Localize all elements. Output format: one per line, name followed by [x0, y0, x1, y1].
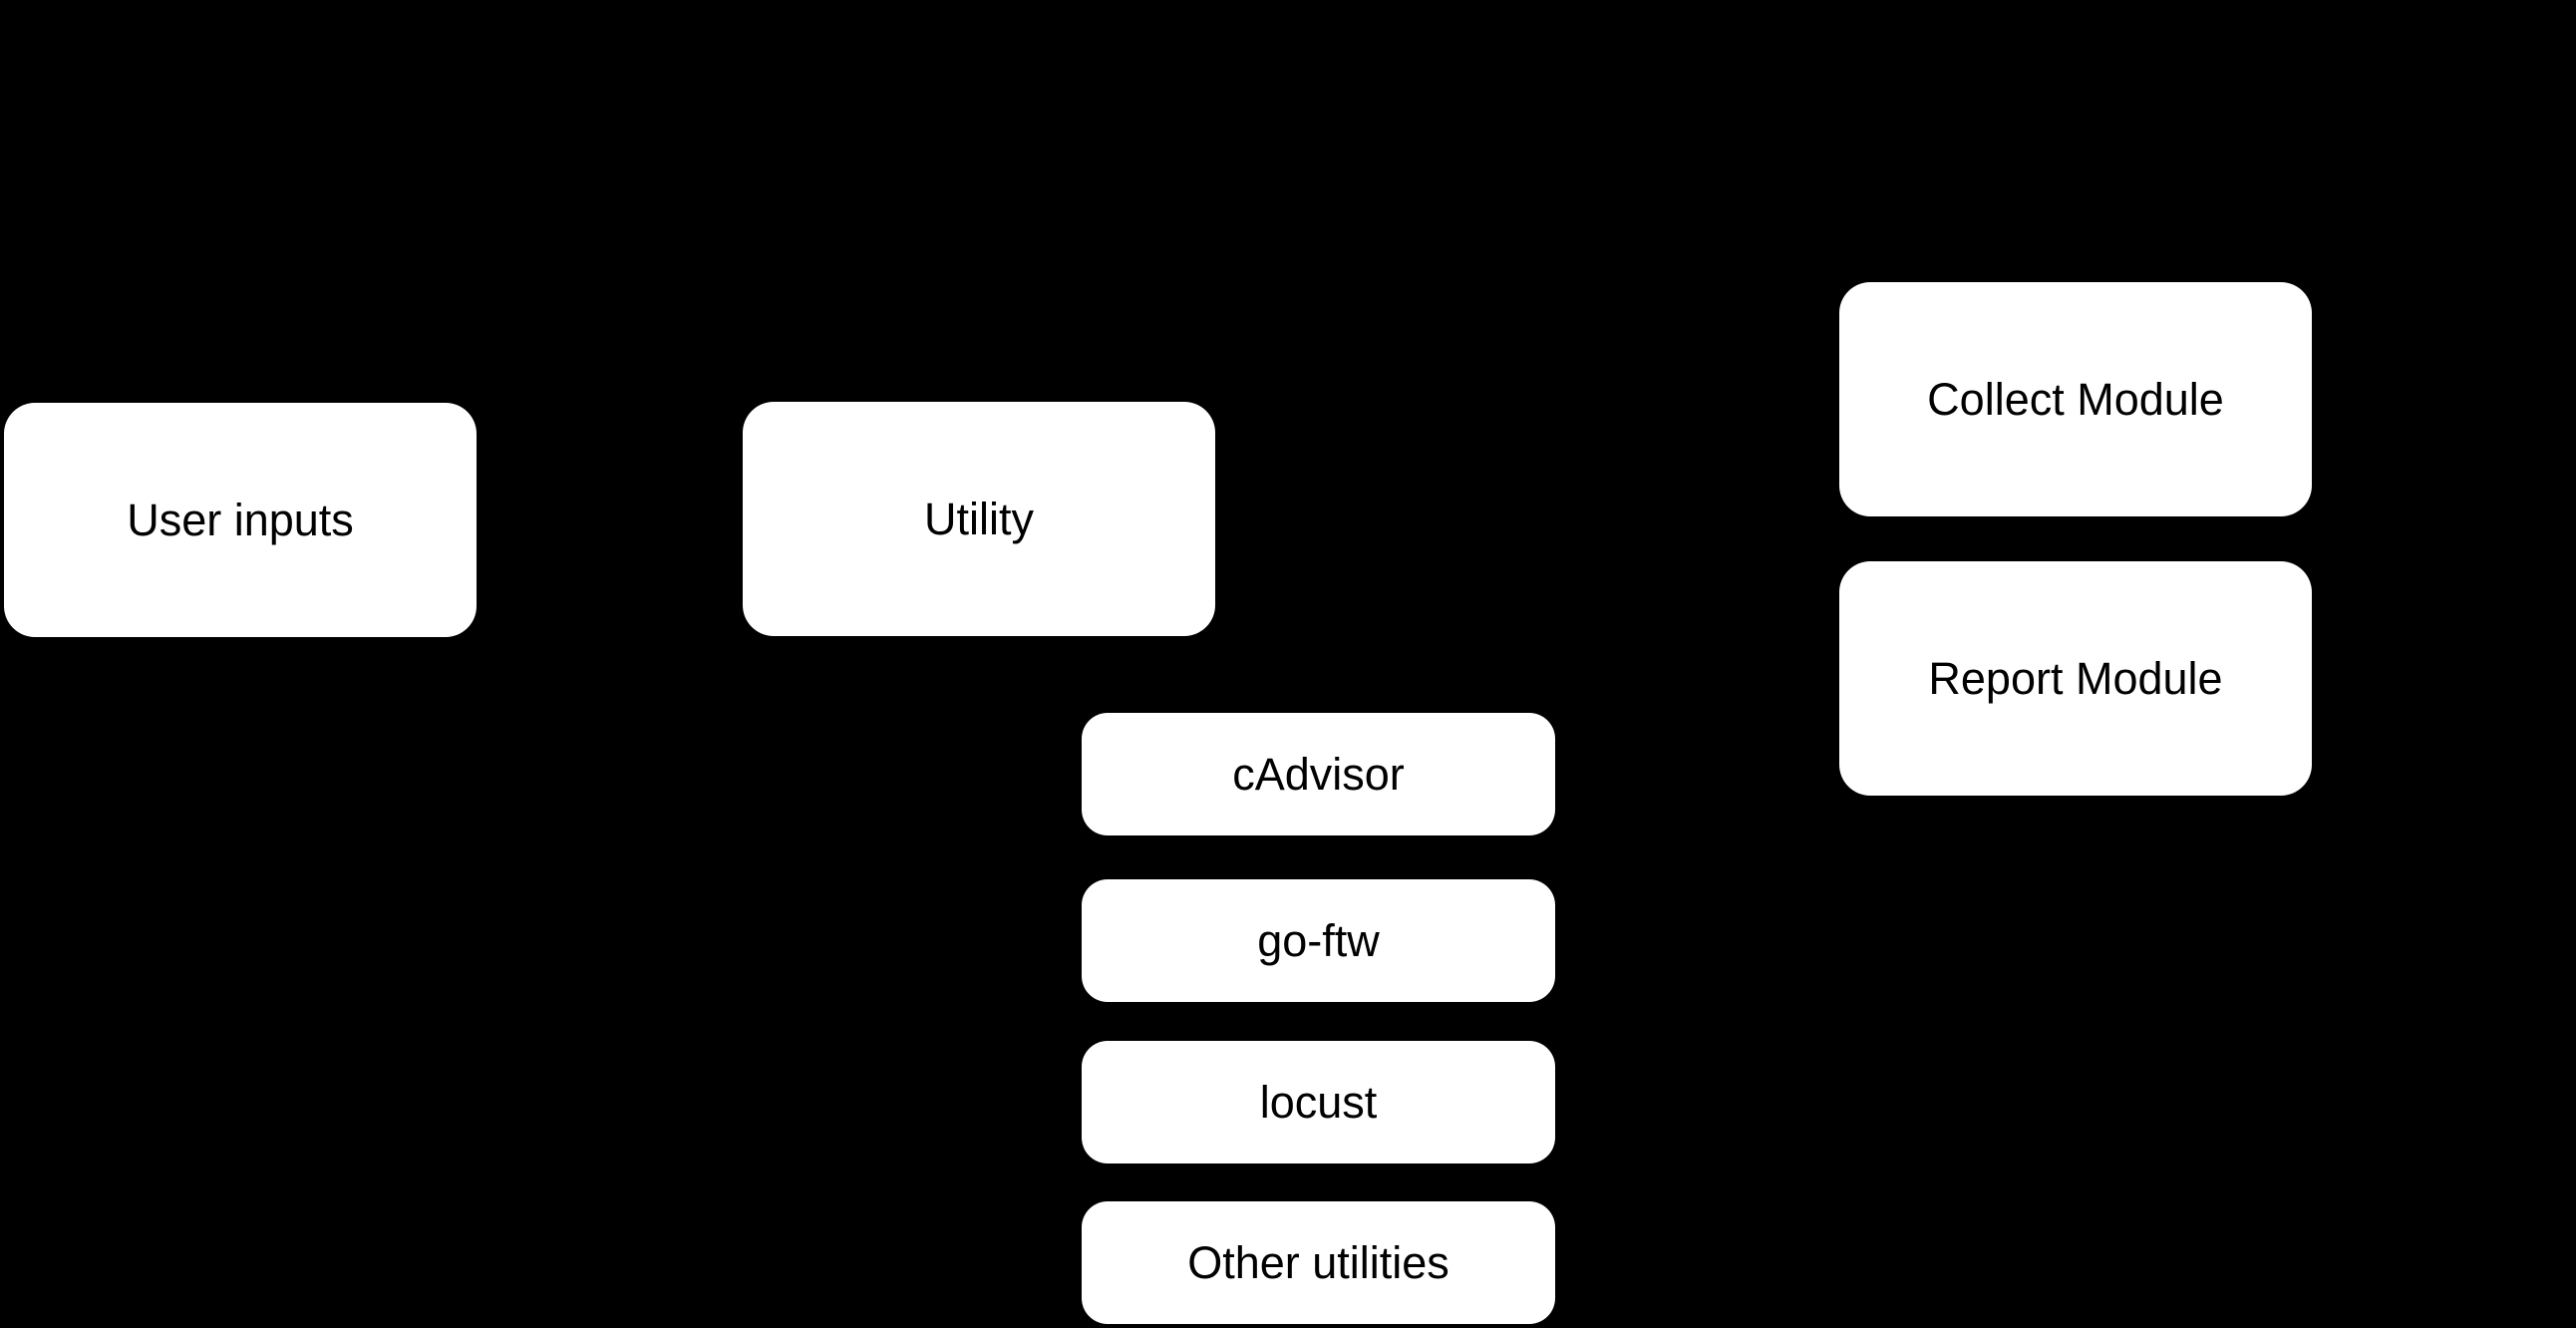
node-cadvisor: cAdvisor: [1082, 713, 1555, 835]
node-report-module-label: Report Module: [1928, 652, 2223, 704]
node-go-ftw-label: go-ftw: [1257, 914, 1380, 966]
node-utility: Utility: [743, 402, 1215, 636]
node-other-utilities: Other utilities: [1082, 1201, 1555, 1324]
node-collect-module: Collect Module: [1839, 282, 2312, 516]
node-cadvisor-label: cAdvisor: [1232, 748, 1405, 800]
node-other-utilities-label: Other utilities: [1187, 1236, 1449, 1288]
node-user-inputs-label: User inputs: [127, 494, 354, 545]
node-go-ftw: go-ftw: [1082, 879, 1555, 1002]
node-locust: locust: [1082, 1041, 1555, 1163]
node-locust-label: locust: [1259, 1076, 1378, 1128]
node-report-module: Report Module: [1839, 561, 2312, 796]
node-utility-label: Utility: [924, 493, 1034, 544]
node-collect-module-label: Collect Module: [1927, 373, 2224, 425]
node-user-inputs: User inputs: [4, 403, 477, 637]
